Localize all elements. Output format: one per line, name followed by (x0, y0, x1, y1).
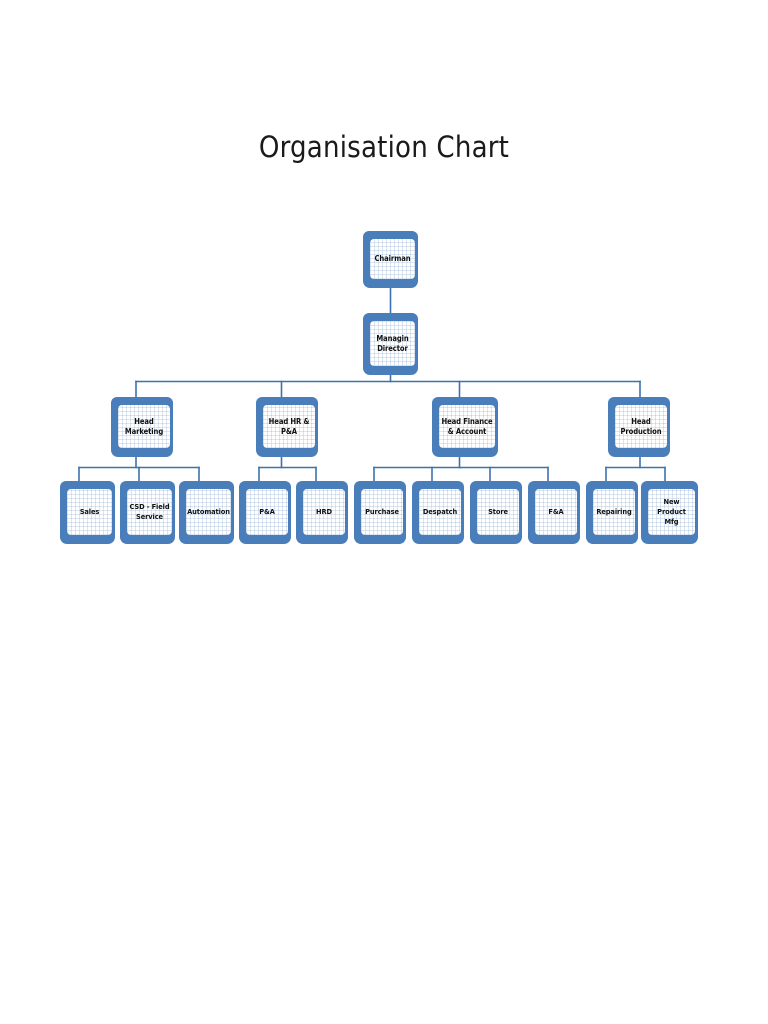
node-panel: New Product Mfg (647, 488, 696, 536)
node-panel: Head Marketing (117, 404, 171, 449)
node-label: Head Finance & Account (441, 416, 493, 436)
node-label: F&A (548, 507, 564, 516)
node-label: HRD (316, 507, 332, 516)
node-label: Repairing (596, 507, 632, 516)
node-head-production[interactable]: Head Production (608, 397, 670, 457)
node-automation[interactable]: Automation (179, 481, 234, 544)
node-panel: Sales (66, 488, 113, 536)
page-title: Organisation Chart (258, 130, 510, 164)
node-panel: Head HR & P&A (262, 404, 316, 449)
node-managing-director[interactable]: Managin Director (363, 313, 418, 375)
node-label: Sales (79, 507, 100, 516)
node-csd-field-service[interactable]: CSD - Field Service (120, 481, 175, 544)
node-label: Head Marketing (124, 416, 164, 436)
node-panel: Automation (185, 488, 232, 536)
node-chairman[interactable]: Chairman (363, 231, 418, 288)
node-hrd[interactable]: HRD (296, 481, 348, 544)
node-store[interactable]: Store (470, 481, 522, 544)
node-label: Head HR & P&A (268, 416, 310, 436)
node-new-product-mfg[interactable]: New Product Mfg (641, 481, 698, 544)
node-panel: CSD - Field Service (126, 488, 173, 536)
node-label: P&A (259, 507, 275, 516)
node-label: Managin Director (376, 333, 409, 353)
node-label: Head Production (620, 416, 662, 436)
node-purchase[interactable]: Purchase (354, 481, 406, 544)
node-label: New Product Mfg (657, 497, 686, 526)
node-panel: F&A (534, 488, 578, 536)
node-panel: Managin Director (369, 320, 416, 367)
node-label: Automation (187, 507, 230, 516)
node-sales[interactable]: Sales (60, 481, 115, 544)
node-label: Purchase (365, 507, 399, 516)
node-fa[interactable]: F&A (528, 481, 580, 544)
node-head-finance-account[interactable]: Head Finance & Account (432, 397, 498, 457)
node-panel: HRD (302, 488, 346, 536)
node-panel: Purchase (360, 488, 404, 536)
node-panel: Head Finance & Account (438, 404, 496, 449)
node-pa[interactable]: P&A (239, 481, 291, 544)
node-repairing[interactable]: Repairing (586, 481, 638, 544)
node-label: Store (488, 507, 508, 516)
node-panel: P&A (245, 488, 289, 536)
node-panel: Repairing (592, 488, 636, 536)
node-label: Chairman (374, 254, 411, 263)
node-panel: Store (476, 488, 520, 536)
node-panel: Head Production (614, 404, 668, 449)
node-despatch[interactable]: Despatch (412, 481, 464, 544)
node-head-hr-pa[interactable]: Head HR & P&A (256, 397, 318, 457)
node-panel: Chairman (369, 238, 416, 280)
node-head-marketing[interactable]: Head Marketing (111, 397, 173, 457)
node-label: CSD - Field Service (129, 502, 170, 521)
node-label: Despatch (422, 507, 458, 516)
node-panel: Despatch (418, 488, 462, 536)
